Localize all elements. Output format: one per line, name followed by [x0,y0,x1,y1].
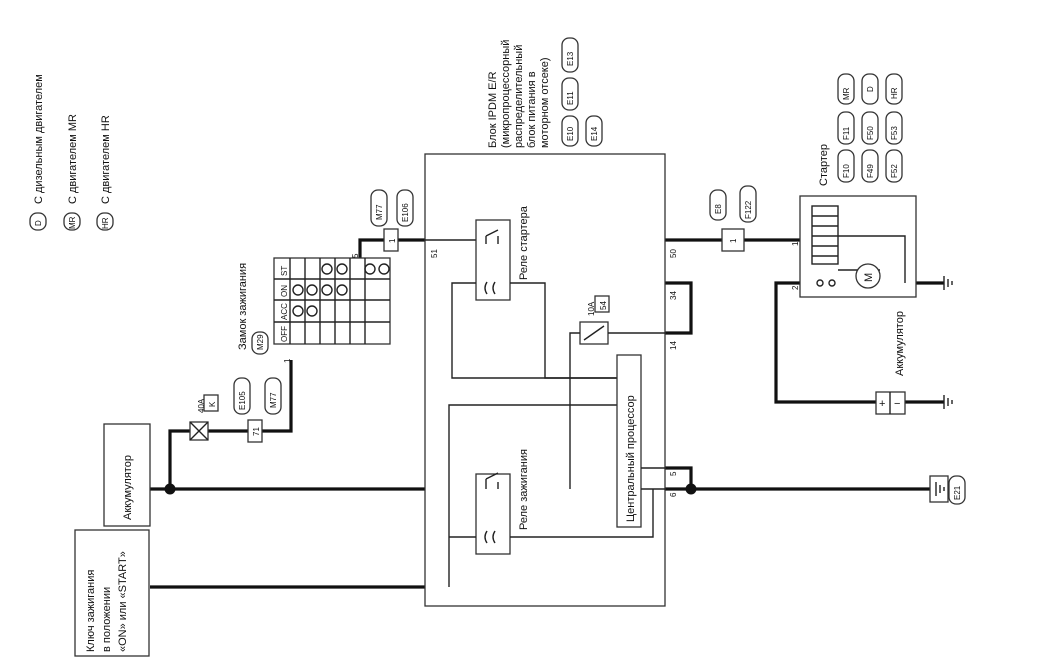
starter-to-battery-wire [774,281,876,404]
fuse-10a-rating: 10A [587,301,596,316]
ignition-key-box: Ключ зажигания в положении «ON» или «STA… [74,529,150,657]
starter-pin-1: 1 [791,241,800,246]
legend: D С дизельным двигателем MR С двигателем… [29,74,114,231]
ipdm-title-3: распределительный [513,45,525,148]
pin-14: 14 [669,341,678,350]
ground-e21: E21 [929,475,966,505]
starter-code: F10 [842,164,851,178]
starter-code: F52 [890,164,899,178]
cpu-label: Центральный процессор [625,395,637,522]
ignition-key-label-line1: Ключ зажигания [85,570,97,652]
battery-right-label: Аккумулятор [894,311,906,376]
fuse-10a: 10A 54 [569,295,665,489]
ignition-switch: Замок зажигания M29 OFF ACC ON ST 1 5 [237,253,391,363]
starter-relay: Реле стартера [425,205,617,379]
battery-box: Аккумулятор [103,423,151,527]
legend-item-hr: HR С двигателем HR [96,115,114,231]
fuse-10a-code: 54 [599,301,608,310]
starter-code: D [866,86,875,92]
ignition-switch-pin-out: 5 [351,253,360,258]
fuse-40a: 40A K [189,394,219,441]
ignition-key-label-line2: в положении [101,587,113,652]
ignition-relay: Реле зажигания [448,404,654,587]
connector-code: M77 [375,204,384,220]
legend-badge: HR [101,217,110,229]
starter-pin-2: 2 [791,285,800,290]
junction-dot [685,483,697,495]
starter-code: F53 [890,126,899,140]
starter-code: F11 [842,126,851,140]
starter-code: F49 [866,164,875,178]
connector-e106: 1 M77 E106 [370,189,414,252]
connector-pin: 1 [729,238,738,243]
ignition-key-label-line3: «ON» или «START» [117,551,129,652]
ipdm-title-2: (микропроцессорный [500,40,512,148]
connector-e105: 71 E105 M77 [233,377,282,443]
battery-plus: + [879,398,885,410]
fuse-feed-wire [168,429,190,489]
legend-badge: D [34,220,43,226]
column-acc: ACC [280,303,289,320]
ipdm-title-4: блок питания в [526,71,538,148]
battery-label: Аккумулятор [122,455,134,520]
starter-title: Стартер [818,144,830,186]
legend-text: С двигателем MR [67,114,79,204]
legend-item-diesel: D С дизельным двигателем [29,74,47,231]
legend-text: С двигателем HR [100,115,112,204]
connector-code: M77 [269,392,278,408]
ipdm-block: Блок IPDM E/R (микропроцессорный распред… [424,37,678,607]
pin-5: 5 [669,471,678,476]
pin-6: 6 [669,492,678,497]
ipdm-title-5: моторном отсеке) [539,57,551,148]
connector-code: E106 [401,203,410,222]
starter: Стартер F10 F11 MR F49 F50 D F52 F53 HR … [791,73,917,298]
pin-50: 50 [669,249,678,258]
column-off: OFF [280,326,289,342]
ground-icon [943,276,953,290]
column-on: ON [280,285,289,297]
fuse-code: K [208,401,217,407]
motor-label: M [863,273,875,282]
pin-34: 34 [669,291,678,300]
starter-relay-label: Реле стартера [518,205,530,280]
legend-text: С дизельным двигателем [33,74,45,204]
ground-icon [943,395,953,409]
connector-pin: 1 [388,238,397,243]
column-st: ST [280,266,289,276]
pin-51: 51 [430,249,439,258]
pin5-ground-wire [665,466,693,489]
junction-dot [164,483,176,495]
legend-item-mr: MR С двигателем MR [63,114,81,231]
ipdm-code: E13 [566,51,575,66]
connector-code: E105 [238,391,247,410]
connector-pin: 71 [252,427,261,436]
battery-minus: − [894,398,900,410]
connector-to-switch-wire [262,360,293,433]
cpu-box: Центральный процессор [616,354,665,528]
ipdm-code: E10 [566,126,575,141]
starter-code: HR [890,87,899,99]
ignition-switch-title: Замок зажигания [237,263,249,350]
wires [150,238,944,589]
connector-code: E8 [714,204,723,214]
legend-badge: MR [68,216,77,229]
ignition-relay-label-1: Реле зажигания [518,449,530,530]
fuse-rating: 40A [197,398,206,413]
battery-right: Аккумулятор + − [875,311,906,415]
ignition-switch-pin-in: 1 [283,358,292,363]
motor-icon [855,263,881,289]
connector-code: F122 [744,200,753,219]
ipdm-code: E11 [566,91,575,105]
connector-e8: 1 E8 F122 [709,185,757,252]
pin34-pin14-loop-wire [665,281,693,335]
ipdm-title-1: Блок IPDM E/R [487,71,499,148]
starter-code: F50 [866,126,875,140]
starter-code: MR [842,87,851,100]
ipdm-code: E14 [590,126,599,141]
ignition-switch-code: M29 [256,334,265,350]
ground-code: E21 [953,485,962,500]
